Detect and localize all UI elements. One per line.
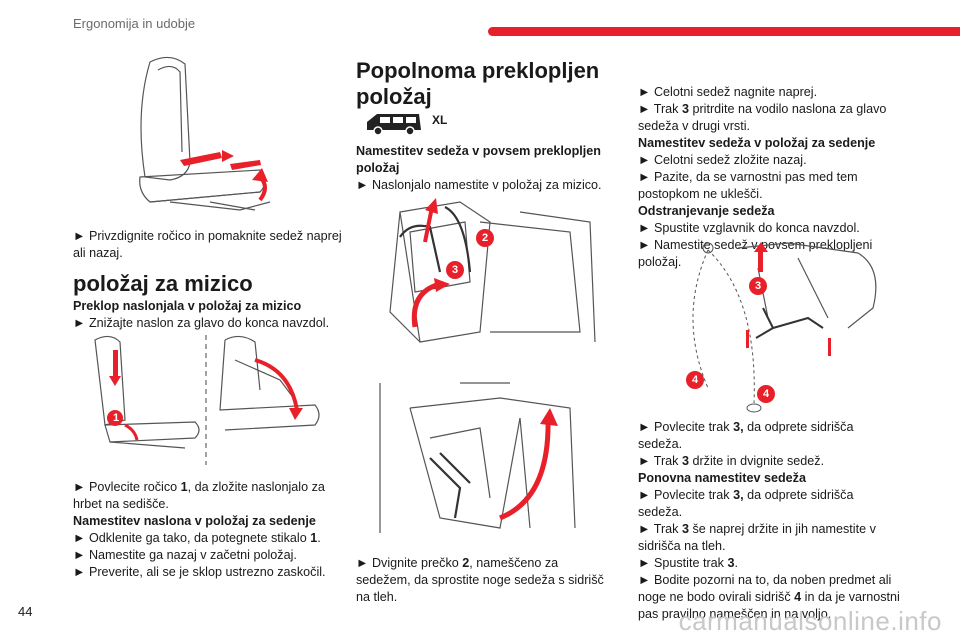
col1-step-restore: ► Namestite ga nazaj v začetni položaj. [73, 548, 297, 562]
col1-heading: položaj za mizico [73, 271, 253, 296]
col1-step-check: ► Preverite, ali se je sklop ustrezno za… [73, 565, 326, 579]
col2-subheading-fold: Namestitev sedeža v povsem preklopljen p… [356, 144, 601, 175]
col2-step-table: ► Naslonjalo namestite v položaj za mizi… [356, 178, 602, 192]
col3-step-strap: ► Trak 3 pritrdite na vodilo naslona za … [638, 102, 887, 133]
fig-label-2: 2 [481, 232, 489, 244]
col1-step-lever: ► Povlecite ročico 1, da zložite naslonj… [73, 480, 325, 511]
section-title: Ergonomija in udobje [73, 16, 196, 31]
col3-subheading-sit: Namestitev sedeža v položaj za sedenje [638, 136, 876, 150]
col3-step-belt: ► Pazite, da se varnostni pas med tem po… [638, 170, 858, 201]
fig-label-3-b: 3 [754, 280, 762, 292]
xl-badge: XL [432, 113, 448, 127]
col3-step-fold-back: ► Celotni sedež zložite nazaj. [638, 153, 807, 167]
fig-label-1: 1 [112, 412, 120, 424]
seat-slide-illustration [139, 56, 271, 211]
col3-step-lift: ► Trak 3 držite in dvignite sedež. [638, 454, 825, 468]
anchor-release-illustration [686, 242, 877, 413]
col3-step-tilt: ► Celotni sedež nagnite naprej. [638, 85, 818, 99]
col1-para1: ► Privzdignite ročico in pomaknite sedež… [73, 229, 342, 260]
col1-subheading-fold: Preklop naslonjala v položaj za mizico [73, 299, 302, 313]
col3-step-caution: ► Bodite pozorni na to, da noben predmet… [638, 573, 900, 621]
page-number: 44 [18, 604, 33, 619]
fig-label-4-a: 4 [691, 374, 699, 386]
col3-step-release: ► Spustite trak 3. [638, 556, 738, 570]
col1-subheading-sit: Namestitev naslona v položaj za sedenje [73, 514, 316, 528]
col3-subheading-reinstall: Ponovna namestitev sedeža [638, 471, 806, 485]
header-accent-bar [488, 27, 960, 36]
col3-step-hold: ► Trak 3 še naprej držite in jih namesti… [638, 522, 876, 553]
crossbar-release-illustration [389, 198, 596, 343]
seat-tilt-illustration [379, 382, 576, 533]
col3-step-pull-strap: ► Povlecite trak 3, da odprete sidrišča … [638, 420, 854, 451]
col1-step-unlock: ► Odklenite ga tako, da potegnete stikal… [73, 531, 321, 545]
table-position-illustration [94, 335, 320, 465]
col1-step-headrest: ► Znižajte naslon za glavo do konca navz… [73, 316, 330, 330]
watermark: carmanualsonline.info [678, 606, 942, 636]
fig-label-3-a: 3 [451, 264, 459, 276]
col2-heading: Popolnoma preklopljen položaj [356, 58, 600, 109]
col3-subheading-remove: Odstranjevanje sedeža [638, 204, 775, 218]
col2-step-crossbar: ► Dvignite prečko 2, nameščeno za sedeže… [356, 556, 604, 604]
van-icon [367, 114, 421, 136]
col3-step-headrest: ► Spustite vzglavnik do konca navzdol. [638, 221, 860, 235]
fig-label-4-b: 4 [762, 388, 770, 400]
col3-step-folded: ► Namestite sedež v povsem preklopljeni … [638, 238, 873, 269]
col3-step-pull-strap-2: ► Povlecite trak 3, da odprete sidrišča … [638, 488, 854, 519]
